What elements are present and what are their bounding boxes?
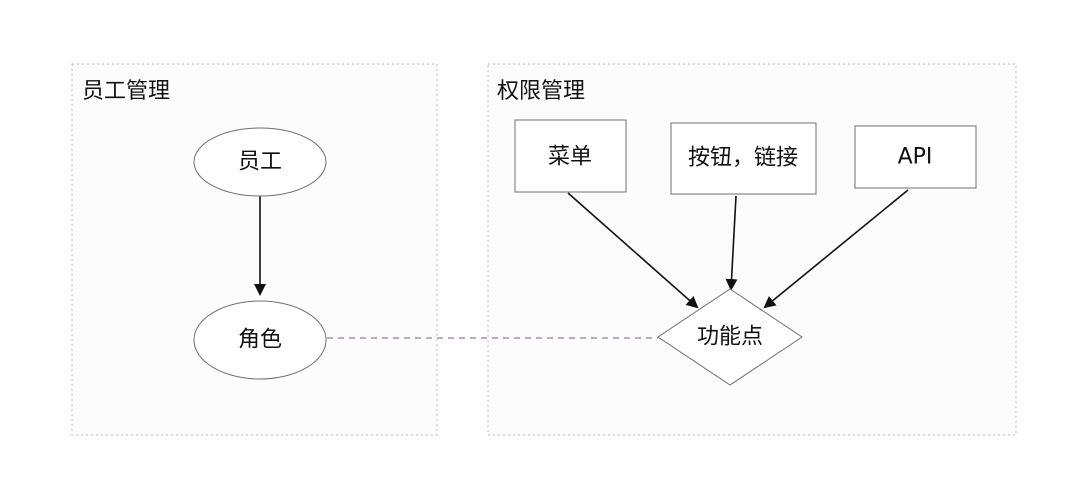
- permission-management-group-label: 权限管理: [497, 79, 585, 104]
- button-link-node: [670, 122, 817, 195]
- employee-management-group-label: 员工管理: [82, 79, 170, 104]
- role-node-label: 角色: [238, 328, 282, 353]
- employee-node-label: 员工: [238, 150, 282, 175]
- role-node: [193, 300, 327, 380]
- api-node: [854, 125, 977, 189]
- function-point-node: [657, 288, 803, 386]
- edge-button-link-to-function-point: [725, 195, 738, 291]
- menu-node: [514, 119, 627, 193]
- edge-api-to-function-point: [763, 189, 909, 309]
- function-point-node-label: 功能点: [697, 325, 763, 350]
- button-link-node-label: 按钮，链接: [688, 146, 798, 171]
- employee-node: [193, 127, 327, 197]
- menu-node-label: 菜单: [548, 145, 592, 170]
- api-node-label: API: [898, 145, 933, 170]
- edge-menu-to-function-point: [567, 192, 699, 309]
